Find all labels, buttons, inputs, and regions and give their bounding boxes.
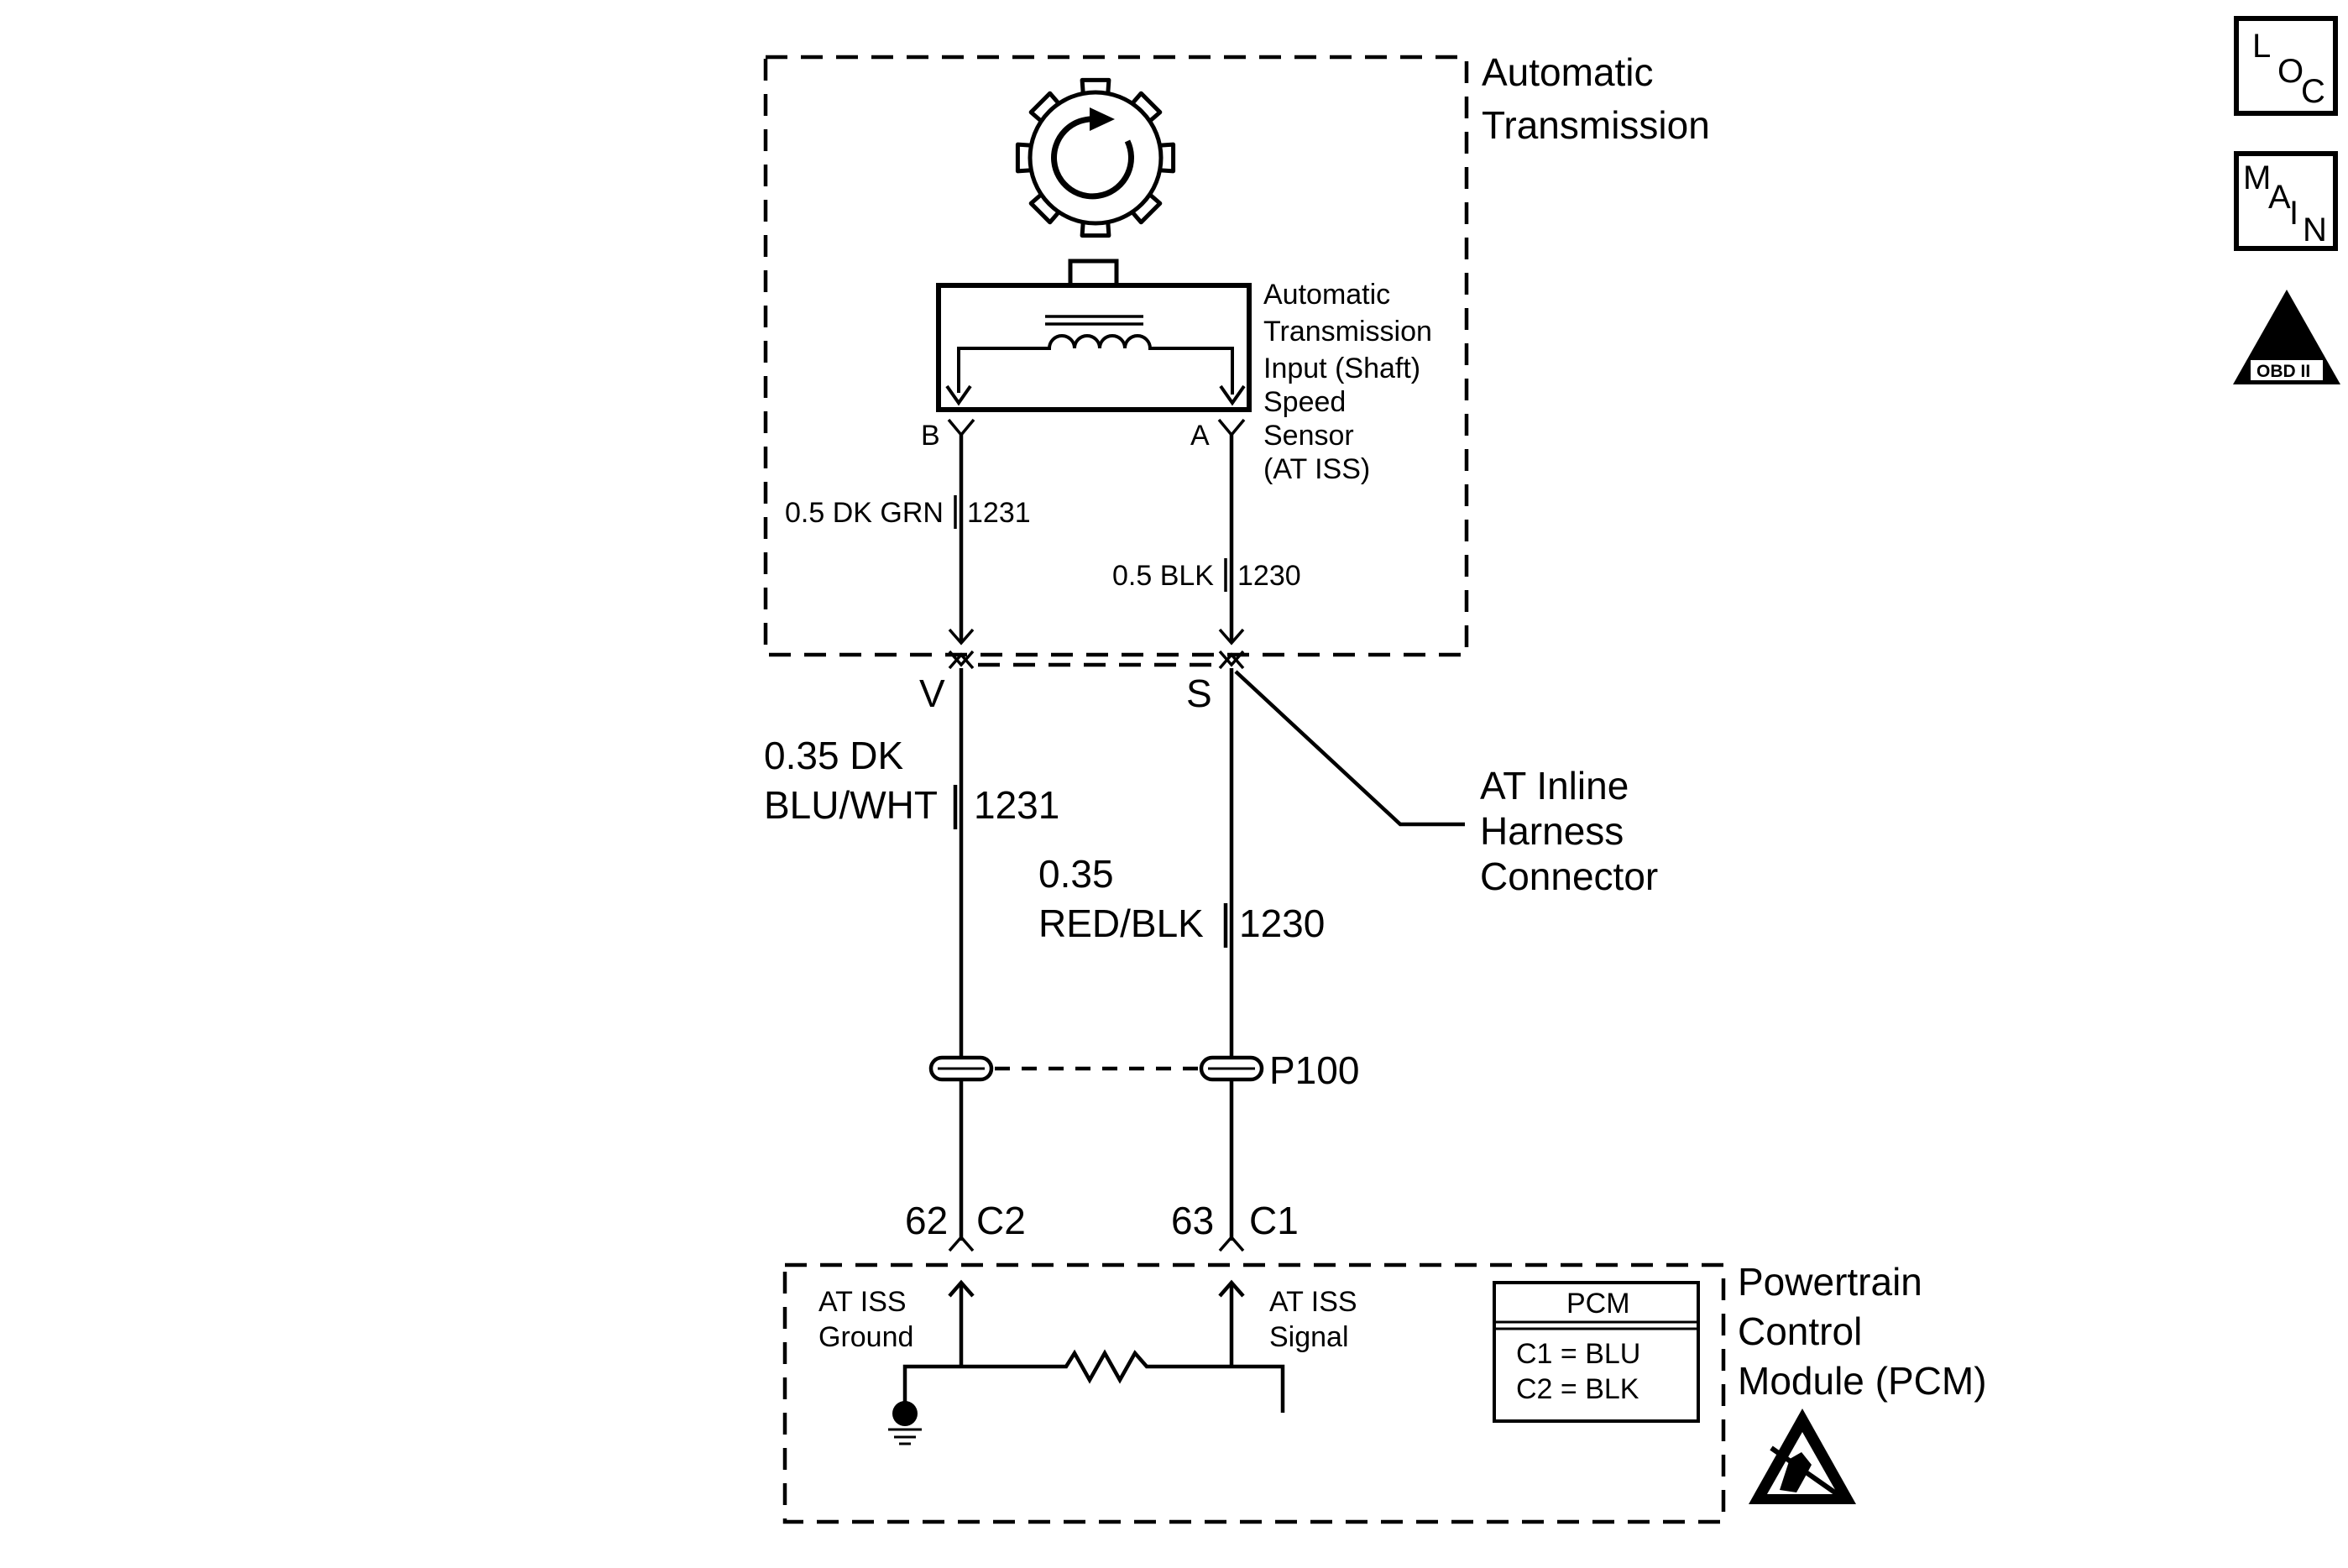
svg-text:A: A — [2268, 179, 2291, 216]
svg-text:M: M — [2243, 159, 2271, 196]
speed-sensor-icon — [936, 259, 1252, 412]
sensor-label-line: Input (Shaft) — [1263, 353, 1420, 384]
wire-left-circuit: 1231 — [967, 497, 1031, 529]
harness-left-color: 0.35 DK — [764, 734, 904, 777]
esd-warning-icon — [1749, 1409, 1856, 1504]
reluctor-gear-icon — [1015, 77, 1176, 238]
main-icon[interactable]: M A I N — [2234, 151, 2338, 251]
svg-text:C: C — [2301, 73, 2325, 110]
wire-right-color: 0.5 BLK — [1112, 560, 1214, 592]
pcm-signal-label: Signal — [1269, 1321, 1349, 1353]
inline-pin-s: S — [1186, 672, 1212, 715]
inline-connector — [948, 650, 1245, 670]
harness-right-color: 0.35 — [1038, 852, 1114, 896]
pcm-table-row: C2 = BLK — [1516, 1373, 1639, 1405]
harness-left-color: BLU/WHT — [764, 783, 938, 827]
harness-left-circuit: 1231 — [974, 783, 1059, 827]
pcm-title: Module (PCM) — [1738, 1359, 1987, 1403]
p100-splice — [928, 1055, 1264, 1082]
wire-left-color: 0.5 DK GRN — [785, 497, 944, 529]
inline-connector-label: AT Inline — [1480, 764, 1629, 808]
pcm-boundary — [782, 1262, 1726, 1524]
transmission-boundary — [763, 55, 1469, 657]
svg-text:II: II — [2272, 318, 2289, 353]
pcm-pin-63 — [1218, 1235, 1245, 1252]
svg-text:N: N — [2303, 212, 2327, 248]
pcm-table-row: C1 = BLU — [1516, 1338, 1640, 1370]
pcm-connector-table: PCM C1 = BLU C2 = BLK — [1493, 1281, 1700, 1423]
wire-right-circuit: 1230 — [1237, 560, 1301, 592]
obd-ii-icon[interactable]: II OBD II — [2233, 290, 2340, 384]
harness-right-color: RED/BLK — [1038, 902, 1204, 945]
svg-text:OBD II: OBD II — [2256, 362, 2310, 381]
pcm-connector-c1: C1 — [1249, 1199, 1299, 1242]
ground-icon — [888, 1401, 922, 1445]
svg-text:I: I — [2289, 195, 2298, 232]
pcm-pin-62 — [948, 1235, 975, 1252]
svg-text:O: O — [2277, 53, 2304, 90]
pcm-title: Control — [1738, 1309, 1862, 1353]
svg-text:L: L — [2252, 28, 2271, 65]
pcm-title: Powertrain — [1738, 1260, 1922, 1304]
sensor-label-line: Speed — [1263, 386, 1346, 418]
inline-connector-leader — [1234, 670, 1465, 827]
sensor-label-line: Transmission — [1263, 316, 1432, 348]
pcm-pin-63-number: 63 — [1171, 1199, 1214, 1242]
sensor-label-line: (AT ISS) — [1263, 453, 1370, 485]
pcm-ground-label: Ground — [818, 1321, 913, 1353]
sensor-label-line: Automatic — [1263, 279, 1390, 311]
inline-pin-v: V — [919, 672, 945, 715]
harness-right-circuit: 1230 — [1239, 902, 1325, 945]
sensor-pin-a: A — [1190, 418, 1246, 452]
svg-text:A: A — [1190, 420, 1210, 452]
inline-connector-label: Connector — [1480, 855, 1658, 898]
pcm-signal-label: AT ISS — [1269, 1286, 1357, 1318]
pcm-table-header: PCM — [1566, 1288, 1630, 1320]
p100-label: P100 — [1269, 1048, 1359, 1092]
transmission-title-line1: Automatic — [1482, 50, 1654, 94]
pcm-connector-c2: C2 — [976, 1199, 1026, 1242]
pcm-pin-62-number: 62 — [905, 1199, 948, 1242]
sensor-label: Automatic Transmission Input (Shaft) Spe… — [1263, 279, 1432, 485]
sensor-label-line: Sensor — [1263, 420, 1354, 452]
transmission-title-line2: Transmission — [1482, 103, 1710, 147]
loc-icon[interactable]: L O C — [2234, 16, 2338, 116]
svg-text:B: B — [921, 420, 940, 452]
sensor-pin-b: B — [921, 418, 975, 452]
pcm-internal-circuit — [902, 1279, 1285, 1413]
pcm-ground-label: AT ISS — [818, 1286, 907, 1318]
inline-connector-label: Harness — [1480, 809, 1624, 853]
